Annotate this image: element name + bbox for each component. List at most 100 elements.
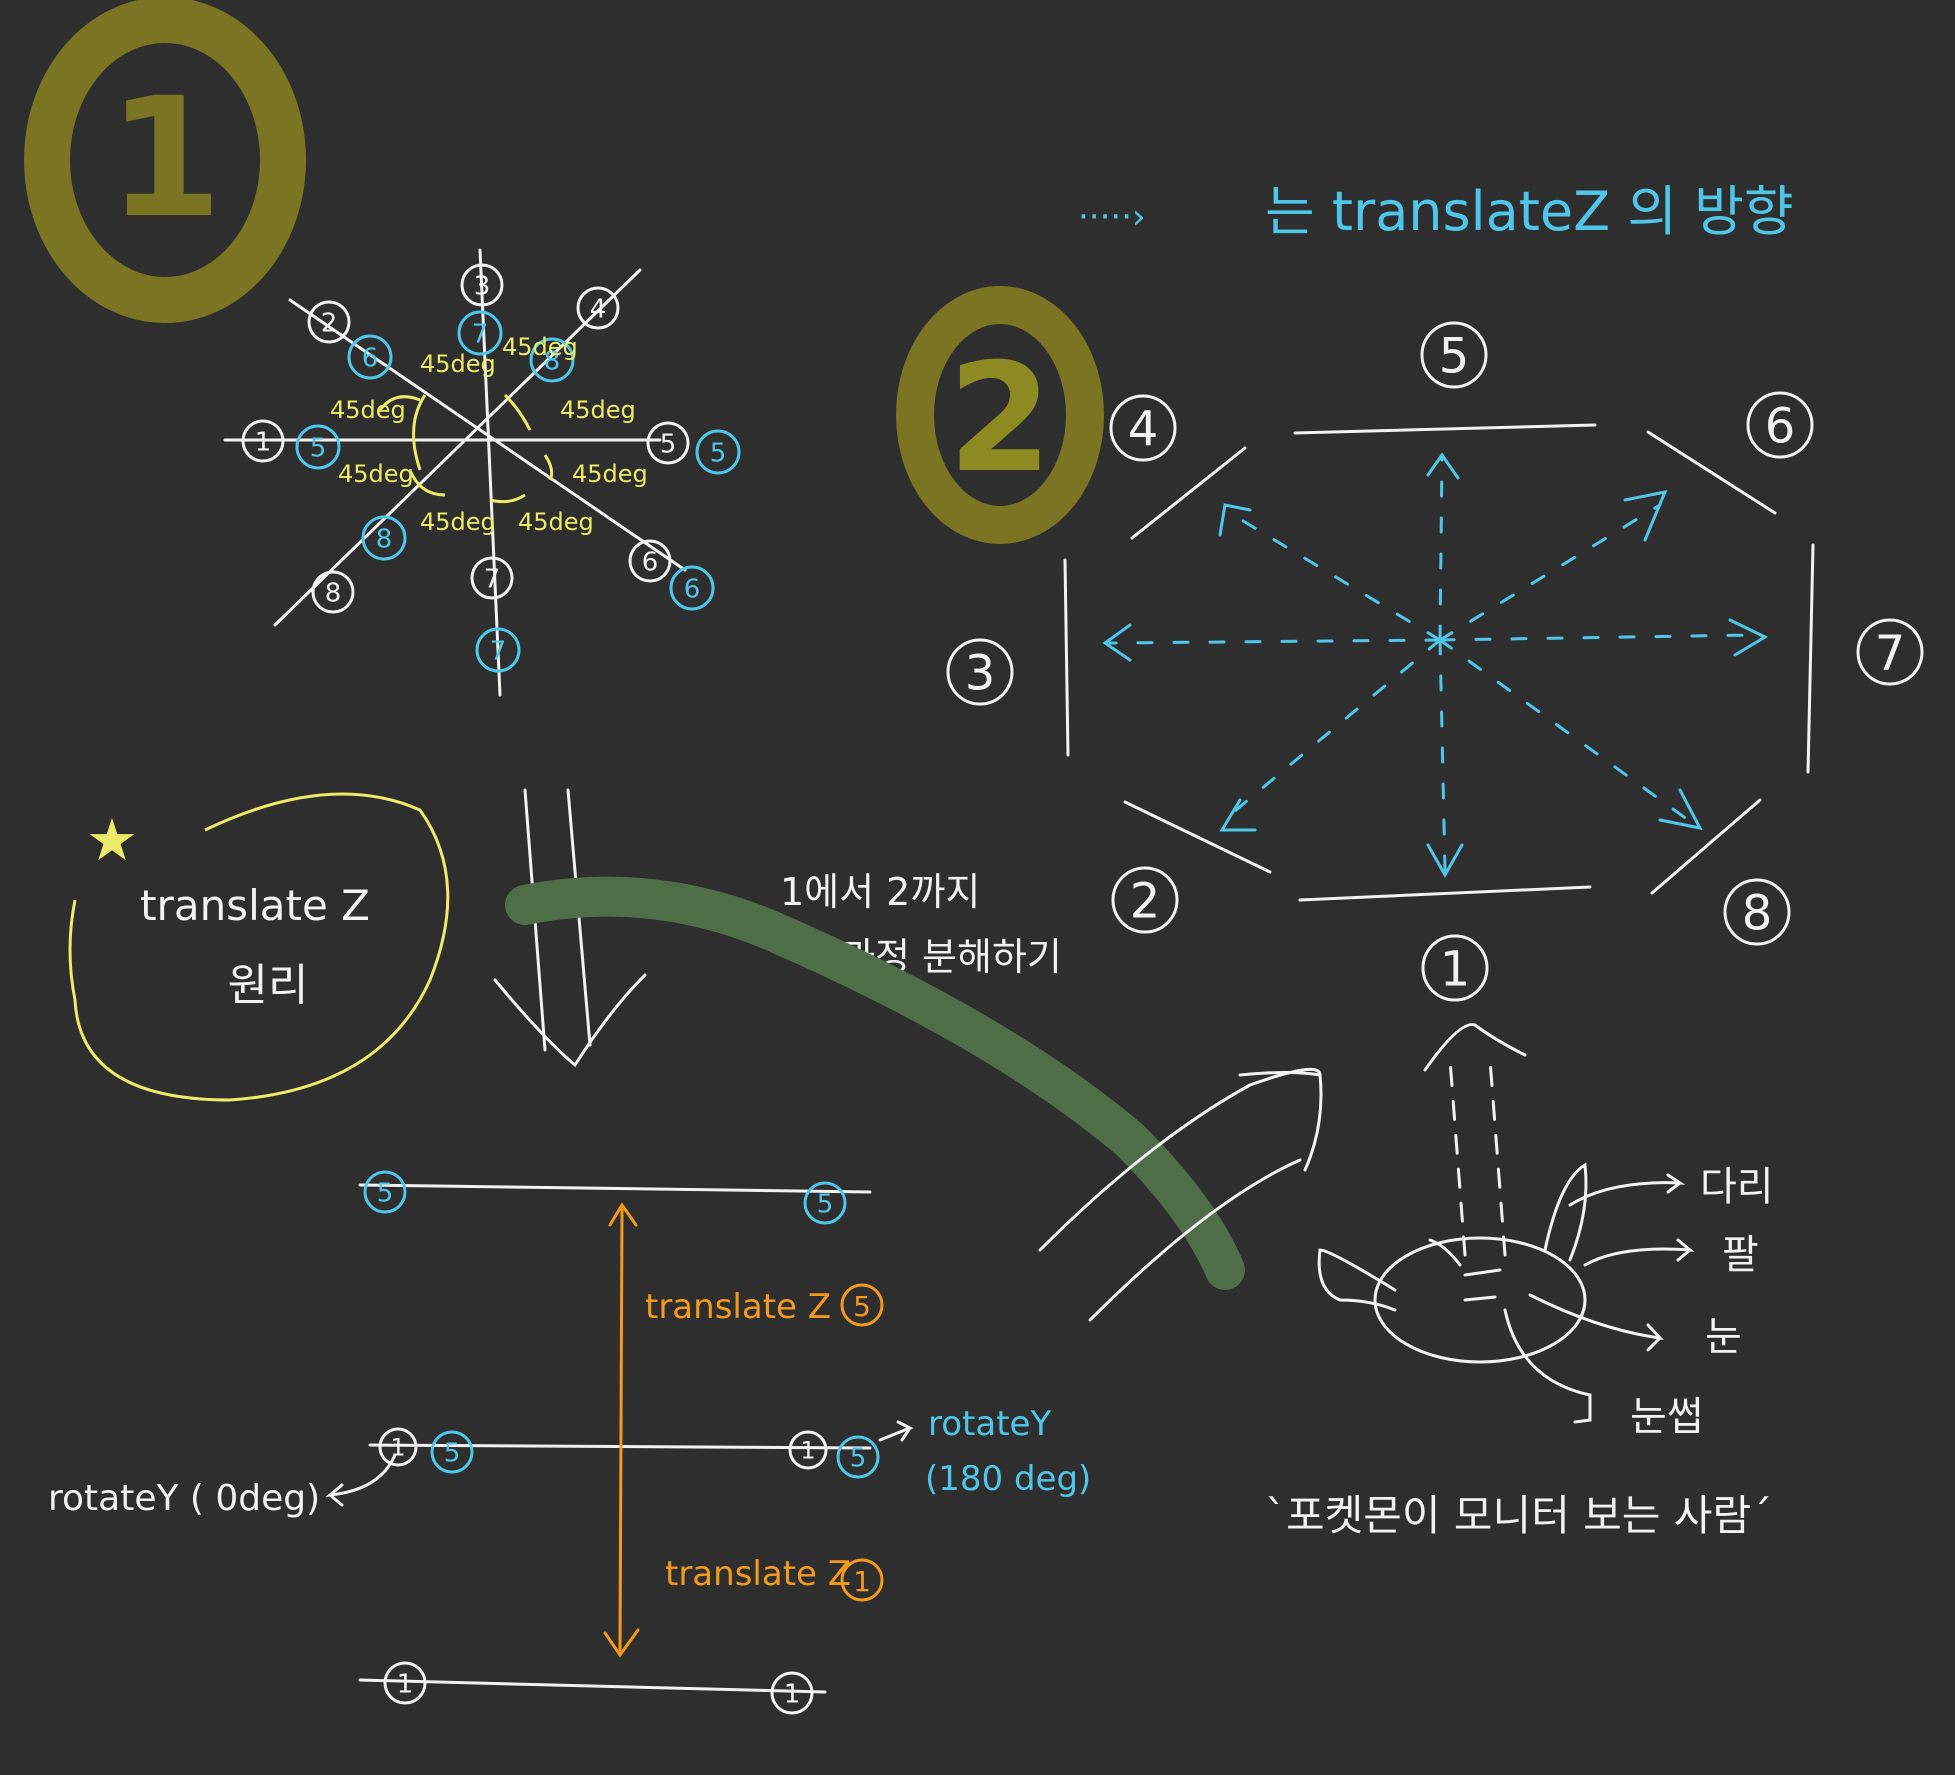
wheel-cyan-label-circle [475, 627, 521, 673]
label-legs: 다리 [1700, 1164, 1774, 1210]
octagon-label-circle [1109, 394, 1177, 462]
step-bottom-badge-text: 1 [397, 1669, 414, 1699]
wheel-cyan-label: 5 [295, 424, 341, 470]
wheel-cyan-label-text: 7 [472, 319, 489, 349]
section-1-number: 1 [108, 62, 223, 254]
wheel-white-label: 1 [241, 419, 285, 463]
octagon-label-text: 8 [1742, 885, 1773, 941]
translate-5-badge-circle [840, 1283, 884, 1327]
down-arrow [493, 788, 647, 1068]
octagon-label-text: 6 [1765, 398, 1796, 454]
angle-label: 45deg [338, 460, 414, 488]
octagon-label-text: 3 [965, 645, 996, 701]
step-badges: 5 5 1 1 5 5 1 1 [363, 1170, 880, 1715]
step-top-badge-circle [803, 1181, 847, 1225]
step-mid-white-badge-text: 1 [390, 1434, 405, 1462]
angle-label: 45deg [572, 460, 648, 488]
section-2-badge: 2 [896, 286, 1104, 544]
wheel-cyan-label-circle [347, 334, 393, 380]
step-bottom-badge-circle [770, 1671, 814, 1715]
wheel-cyan-label: 8 [361, 515, 407, 561]
octagon-label-text: 2 [1130, 873, 1161, 929]
translate-1-badge: 1 [853, 1565, 871, 1598]
wheel-cyan-label-circle [669, 565, 715, 611]
octagon-label: 7 [1856, 618, 1924, 686]
breakdown-line-1: 1에서 2까지 [780, 870, 980, 914]
wheel-white-label-text: 7 [484, 564, 501, 594]
angle-label: 45deg [518, 508, 594, 536]
step-bottom-badge-text: 1 [784, 1679, 801, 1709]
octagon-label-circle [1111, 866, 1179, 934]
step-top-badge-text: 5 [817, 1189, 834, 1219]
step-mid-white-badge: 1 [788, 1430, 828, 1470]
wheel-white-label-circle [241, 419, 285, 463]
label-arms: 팔 [1722, 1232, 1759, 1278]
wheel-cyan-label-circle [295, 424, 341, 470]
step-mid-white-badge-circle [378, 1427, 418, 1467]
wheel-cyan-label-circle [529, 337, 575, 383]
wheel-cyan-label: 5 [695, 429, 741, 475]
step-bottom-badge-circle [383, 1661, 427, 1705]
wheel-cyan-label-text: 5 [710, 438, 727, 468]
translate-5-badge: 5 [853, 1290, 871, 1323]
wheel-cyan-label-text: 6 [362, 343, 379, 373]
label-eyes: 눈 [1705, 1314, 1742, 1360]
angle-label: 45deg [420, 508, 496, 536]
wheel-cyan-label: 6 [347, 334, 393, 380]
octagon-label: 2 [1111, 866, 1179, 934]
angle-label: 45deg [560, 396, 636, 424]
star-note-line-2: 원리 [228, 960, 309, 1011]
step-mid-cyan-badge-text: 5 [444, 1438, 461, 1468]
octagon-label: 6 [1746, 391, 1814, 459]
step-mid-cyan-badge-circle [836, 1435, 880, 1479]
wheel-cyan-label-text: 6 [684, 574, 701, 604]
wheel-white-label-text: 8 [325, 578, 342, 608]
legend-arrow-icon: ·····› [1078, 197, 1146, 237]
octagon-label: 8 [1723, 878, 1791, 946]
curved-arrows [1038, 1067, 1323, 1322]
octagon-label: 3 [946, 638, 1014, 706]
octagon-label-circle [946, 638, 1014, 706]
angle-label: 45deg [502, 333, 578, 361]
wheel-white-label: 8 [311, 570, 355, 614]
wheel-cyan-label-text: 5 [310, 433, 327, 463]
direction-arrows [1108, 453, 1757, 872]
octagon-diagram: 1 2 3 4 5 6 7 8 [946, 321, 1924, 1002]
step-bottom-badge: 1 [383, 1661, 427, 1705]
step-mid-cyan-badge-circle [430, 1430, 474, 1474]
section-1-badge: 1 [24, 0, 306, 323]
breakdown-note: 1에서 2까지 과정 분해하기 [780, 870, 1062, 979]
rotate-right-label-1: rotateY [928, 1404, 1051, 1444]
star-note-line-1: translate Z [140, 881, 370, 930]
wheel-cyan-label-circle [457, 310, 503, 356]
octagon-label-circle [1420, 321, 1488, 389]
angle-arcs [378, 393, 554, 504]
wheel-cyan-label-text: 8 [376, 524, 393, 554]
step-mid-cyan-badge: 5 [430, 1430, 474, 1474]
step-top-badge-circle [363, 1170, 407, 1214]
viewer-caption: `포켓몬이 모니터 보는 사람´ [1265, 1491, 1772, 1540]
wheel-white-label-circle [307, 300, 351, 344]
angle-label: 45deg [420, 350, 496, 378]
wheel-white-label-circle [576, 286, 620, 330]
wheel-cyan-label: 7 [457, 310, 503, 356]
translate-z-legend: ·····› 는 translateZ 의 방향 [1078, 180, 1794, 243]
viewer-sketch: 다리 팔 눈 눈썹 `포켓몬이 모니터 보는 사람´ [1265, 1023, 1774, 1540]
octagon-label: 1 [1421, 934, 1489, 1002]
section-2-number: 2 [948, 332, 1052, 506]
translate-1-label: translate Z [665, 1554, 851, 1594]
octagon-label-text: 4 [1128, 401, 1159, 457]
wheel-white-label: 2 [307, 300, 351, 344]
step-top-badge: 5 [803, 1181, 847, 1225]
octagon-label-circle [1421, 934, 1489, 1002]
octagon-label: 4 [1109, 394, 1177, 462]
legend-text: 는 translateZ 의 방향 [1265, 180, 1794, 243]
step-top-badge-text: 5 [377, 1178, 394, 1208]
wheel-cyan-label-circle [361, 515, 407, 561]
translate-5-label: translate Z [645, 1287, 831, 1327]
wheel-white-label: 4 [576, 286, 620, 330]
octagon-sides [1063, 423, 1815, 902]
octagon-label: 5 [1420, 321, 1488, 389]
